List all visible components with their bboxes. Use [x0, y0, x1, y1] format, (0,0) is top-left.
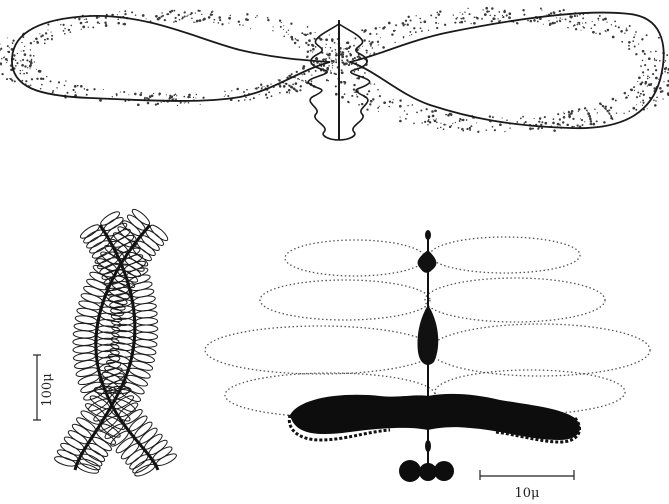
terminal-knob-right — [434, 461, 454, 481]
scale-bar-right-label: 10μ — [515, 486, 540, 501]
axis-thickening-2 — [417, 305, 438, 365]
multi-loop-diagram: 10μ — [205, 230, 650, 501]
top-loop-diagram — [0, 7, 669, 140]
axis-granule-mid — [425, 440, 431, 452]
terminal-knob-left — [399, 460, 421, 482]
bivalent-diagram: 100μ — [33, 207, 178, 478]
axis-granule-top — [425, 230, 431, 240]
scale-bar-left: 100μ — [33, 355, 55, 420]
scale-bar-left-label: 100μ — [40, 373, 55, 406]
axis-thickening-1 — [418, 250, 437, 273]
dense-loop-band — [290, 394, 580, 440]
top-right-loop — [350, 13, 664, 129]
scale-bar-right: 10μ — [480, 470, 574, 501]
top-left-loop-stipple — [0, 10, 354, 107]
top-right-loop-stipple — [321, 7, 669, 133]
top-left-loop — [12, 16, 330, 101]
central-axis-coil — [308, 20, 369, 140]
